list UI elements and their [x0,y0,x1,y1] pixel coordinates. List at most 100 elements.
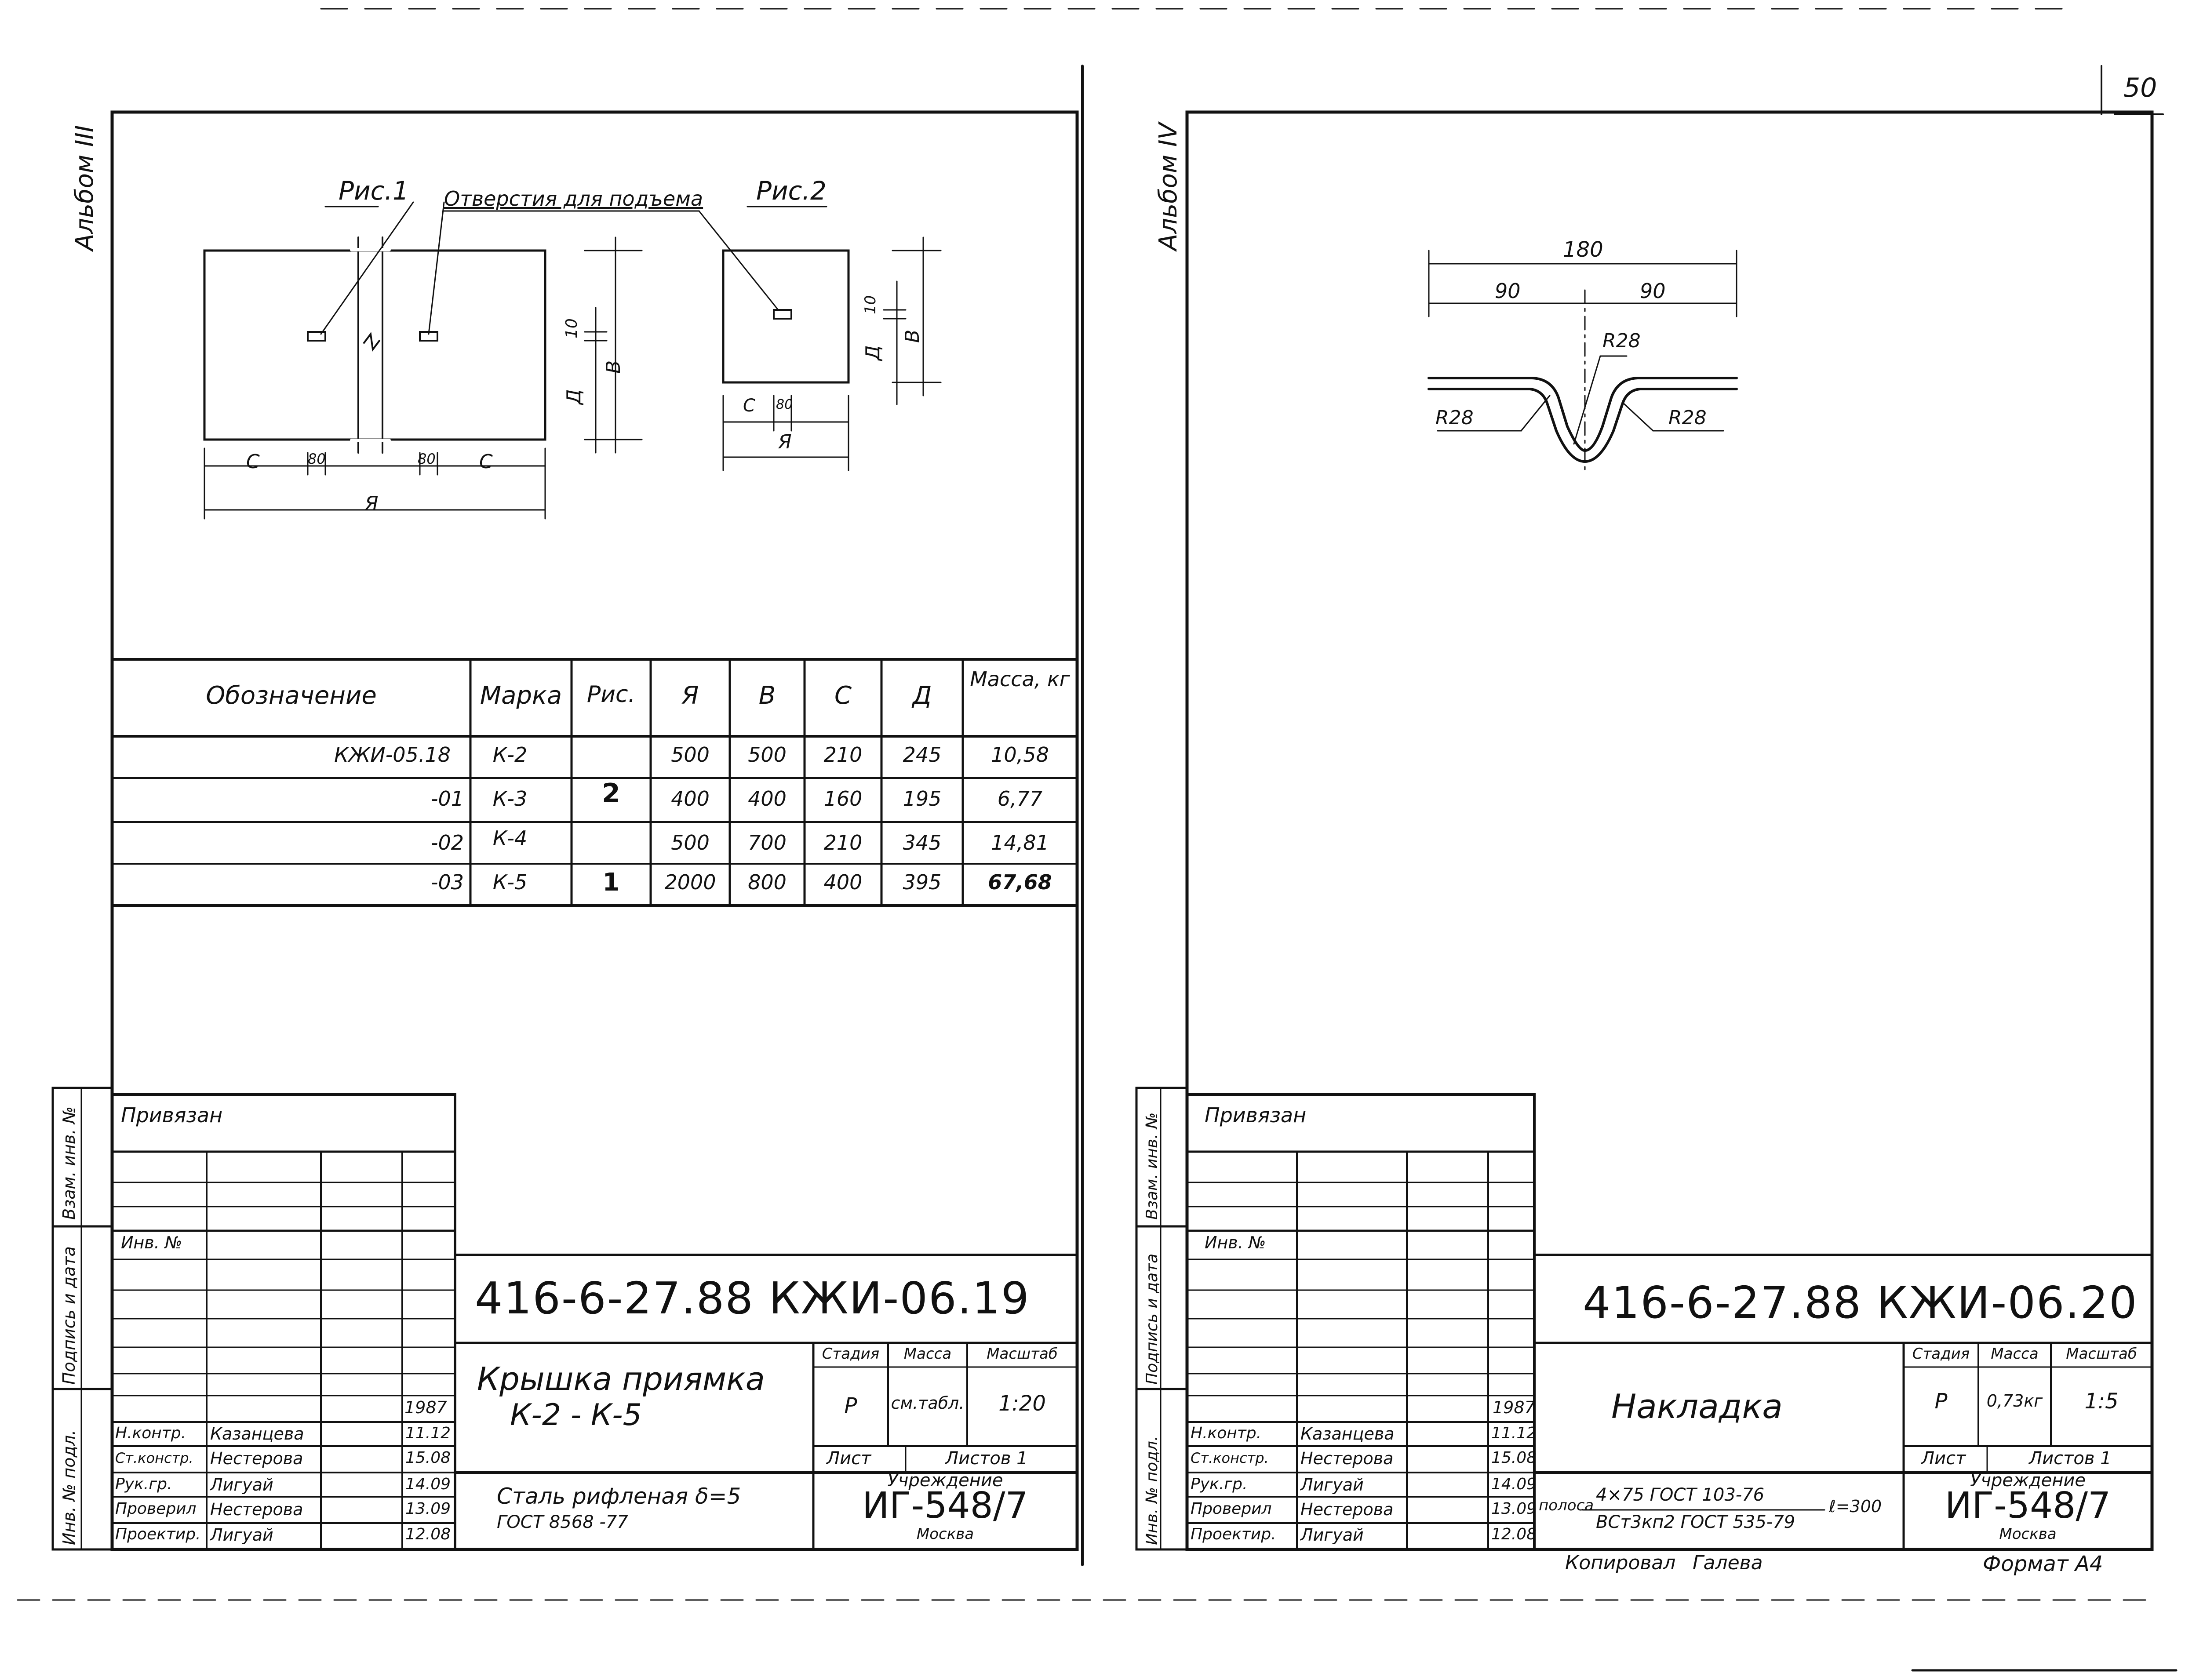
row2-mass: 6,77 [997,787,1043,811]
city-right: Москва [1999,1525,2057,1543]
row1-mark: К-2 [492,743,528,767]
role-date: 12.08 [405,1525,451,1543]
sheet-lbl-left: Лист [827,1448,871,1469]
row4-a: 2000 [664,870,716,894]
strap-radius-left: R28 [1435,407,1474,429]
row2-c: 160 [823,787,863,811]
material-line2-left: ГОСТ 8568 -77 [497,1512,628,1532]
row1-d: 245 [903,743,942,767]
role: Ст.констр. [1191,1450,1269,1466]
th-mass: Масса, кг [970,667,1070,691]
fig2-dim-a: Я [778,431,792,453]
city-left: Москва [916,1525,974,1543]
row1-fig: 2 [602,778,620,809]
role-name: Казанцева [210,1424,304,1444]
role-name: Нестерова [210,1500,303,1519]
row2-a: 400 [671,787,710,811]
row3-a: 500 [671,831,710,855]
material-bottom-right: ВСт3кп2 ГОСТ 535-79 [1596,1512,1795,1532]
th-b: В [758,681,776,710]
row2-designation: -01 [430,787,464,811]
fig1-dim-10: 10 [563,318,581,338]
org-lbl-right: Учреждение [1970,1470,2086,1491]
role-name: Лигуай [210,1525,273,1545]
role-date: 11.12 [1491,1424,1537,1442]
org-right: ИГ-548/7 [1945,1485,2111,1527]
fig2-dim-10: 10 [862,295,879,314]
role-date: 14.09 [1491,1475,1537,1493]
org-lbl-left: Учреждение [887,1470,1003,1491]
row3-mark: К-4 [492,826,528,850]
strap-dim-half-right: 90 [1640,279,1666,303]
stage-right: Р [1934,1389,1948,1414]
role-name: Лигуай [210,1475,273,1495]
strap-dim-total: 180 [1563,237,1603,262]
th-c: С [834,681,852,710]
fig1-dim-80-left: 80 [308,451,326,467]
strap-radius-right: R28 [1668,407,1707,429]
mass-right: 0,73кг [1986,1391,2043,1411]
stage-hdr-left: Стадия [822,1345,880,1363]
fig2-dim-80: 80 [776,397,793,412]
role: Проверил [1191,1500,1272,1518]
side-label-sign-date-right: Подпись и дата [1143,1253,1161,1385]
page-number: 50 [2123,73,2157,103]
row3-mass: 14,81 [991,831,1049,855]
title-line2-left: К-2 - К-5 [510,1398,642,1433]
role-date: 12.08 [1491,1525,1537,1543]
holes-note: Отверстия для подъема [444,187,703,211]
role-date: 11.12 [405,1424,451,1442]
album-label-right: Альбом IV [1154,123,1183,251]
role-date: 15.08 [1491,1449,1537,1467]
fig1-dim-d: Д [563,389,585,404]
fig1-dim-c-right: С [479,451,493,473]
role: Проектир. [115,1525,201,1543]
inv-no-label: Инв. № [121,1233,182,1252]
row1-mass: 10,58 [991,743,1049,767]
role: Рук.гр. [1191,1475,1248,1493]
sheet-lbl-right: Лист [1921,1448,1966,1469]
copied-label: Копировал [1565,1552,1676,1574]
title-line1-left: Крышка приямка [477,1360,765,1397]
row3-d: 345 [903,831,942,855]
role-name: Казанцева [1300,1424,1395,1444]
role: Проверил [115,1500,197,1518]
row4-mass: 67,68 [988,870,1052,894]
role-date: 13.09 [1491,1500,1537,1518]
fig2-label: Рис.2 [756,176,827,206]
row4-designation: -03 [430,870,464,894]
tied-label-right: Привязан [1205,1103,1307,1127]
th-mark: Марка [480,681,562,710]
row1-c: 210 [823,743,863,767]
scale-right: 1:5 [2084,1389,2119,1414]
fig1-label: Рис.1 [339,176,409,206]
year: 1987 [404,1398,447,1417]
org-left: ИГ-548/7 [862,1485,1028,1527]
fig1-dim-b: В [602,360,625,374]
role: Ст.констр. [115,1450,193,1466]
row4-d: 395 [903,870,942,894]
mass-hdr-right: Масса [1991,1345,2039,1363]
fig2-dim-c: С [743,396,755,416]
scale-left: 1:20 [998,1391,1046,1416]
strap-radius-top: R28 [1602,330,1641,352]
tied-label: Привязан [121,1103,223,1127]
sheets-lbl-right: Листов 1 [2029,1448,2112,1469]
format-label: Формат А4 [1983,1552,2103,1576]
sheets-lbl-left: Листов 1 [945,1448,1028,1469]
row1-designation: КЖИ-05.18 [334,743,451,767]
title-right: Накладка [1611,1387,1783,1426]
row2-d: 195 [903,787,942,811]
th-designation: Обозначение [206,681,377,710]
side-label-replace-inv-right: Взам. инв. № [1143,1112,1161,1220]
role-name: Нестерова [210,1449,303,1468]
mass-left: см.табл. [891,1393,965,1413]
row3-designation: -02 [430,831,464,855]
role-name: Лигуай [1300,1525,1364,1545]
role-date: 14.09 [405,1475,451,1493]
row4-b: 800 [748,870,787,894]
role: Н.контр. [1191,1424,1262,1442]
fig1-dim-80-right: 80 [418,451,436,467]
fig1-dim-c-left: С [246,451,260,473]
